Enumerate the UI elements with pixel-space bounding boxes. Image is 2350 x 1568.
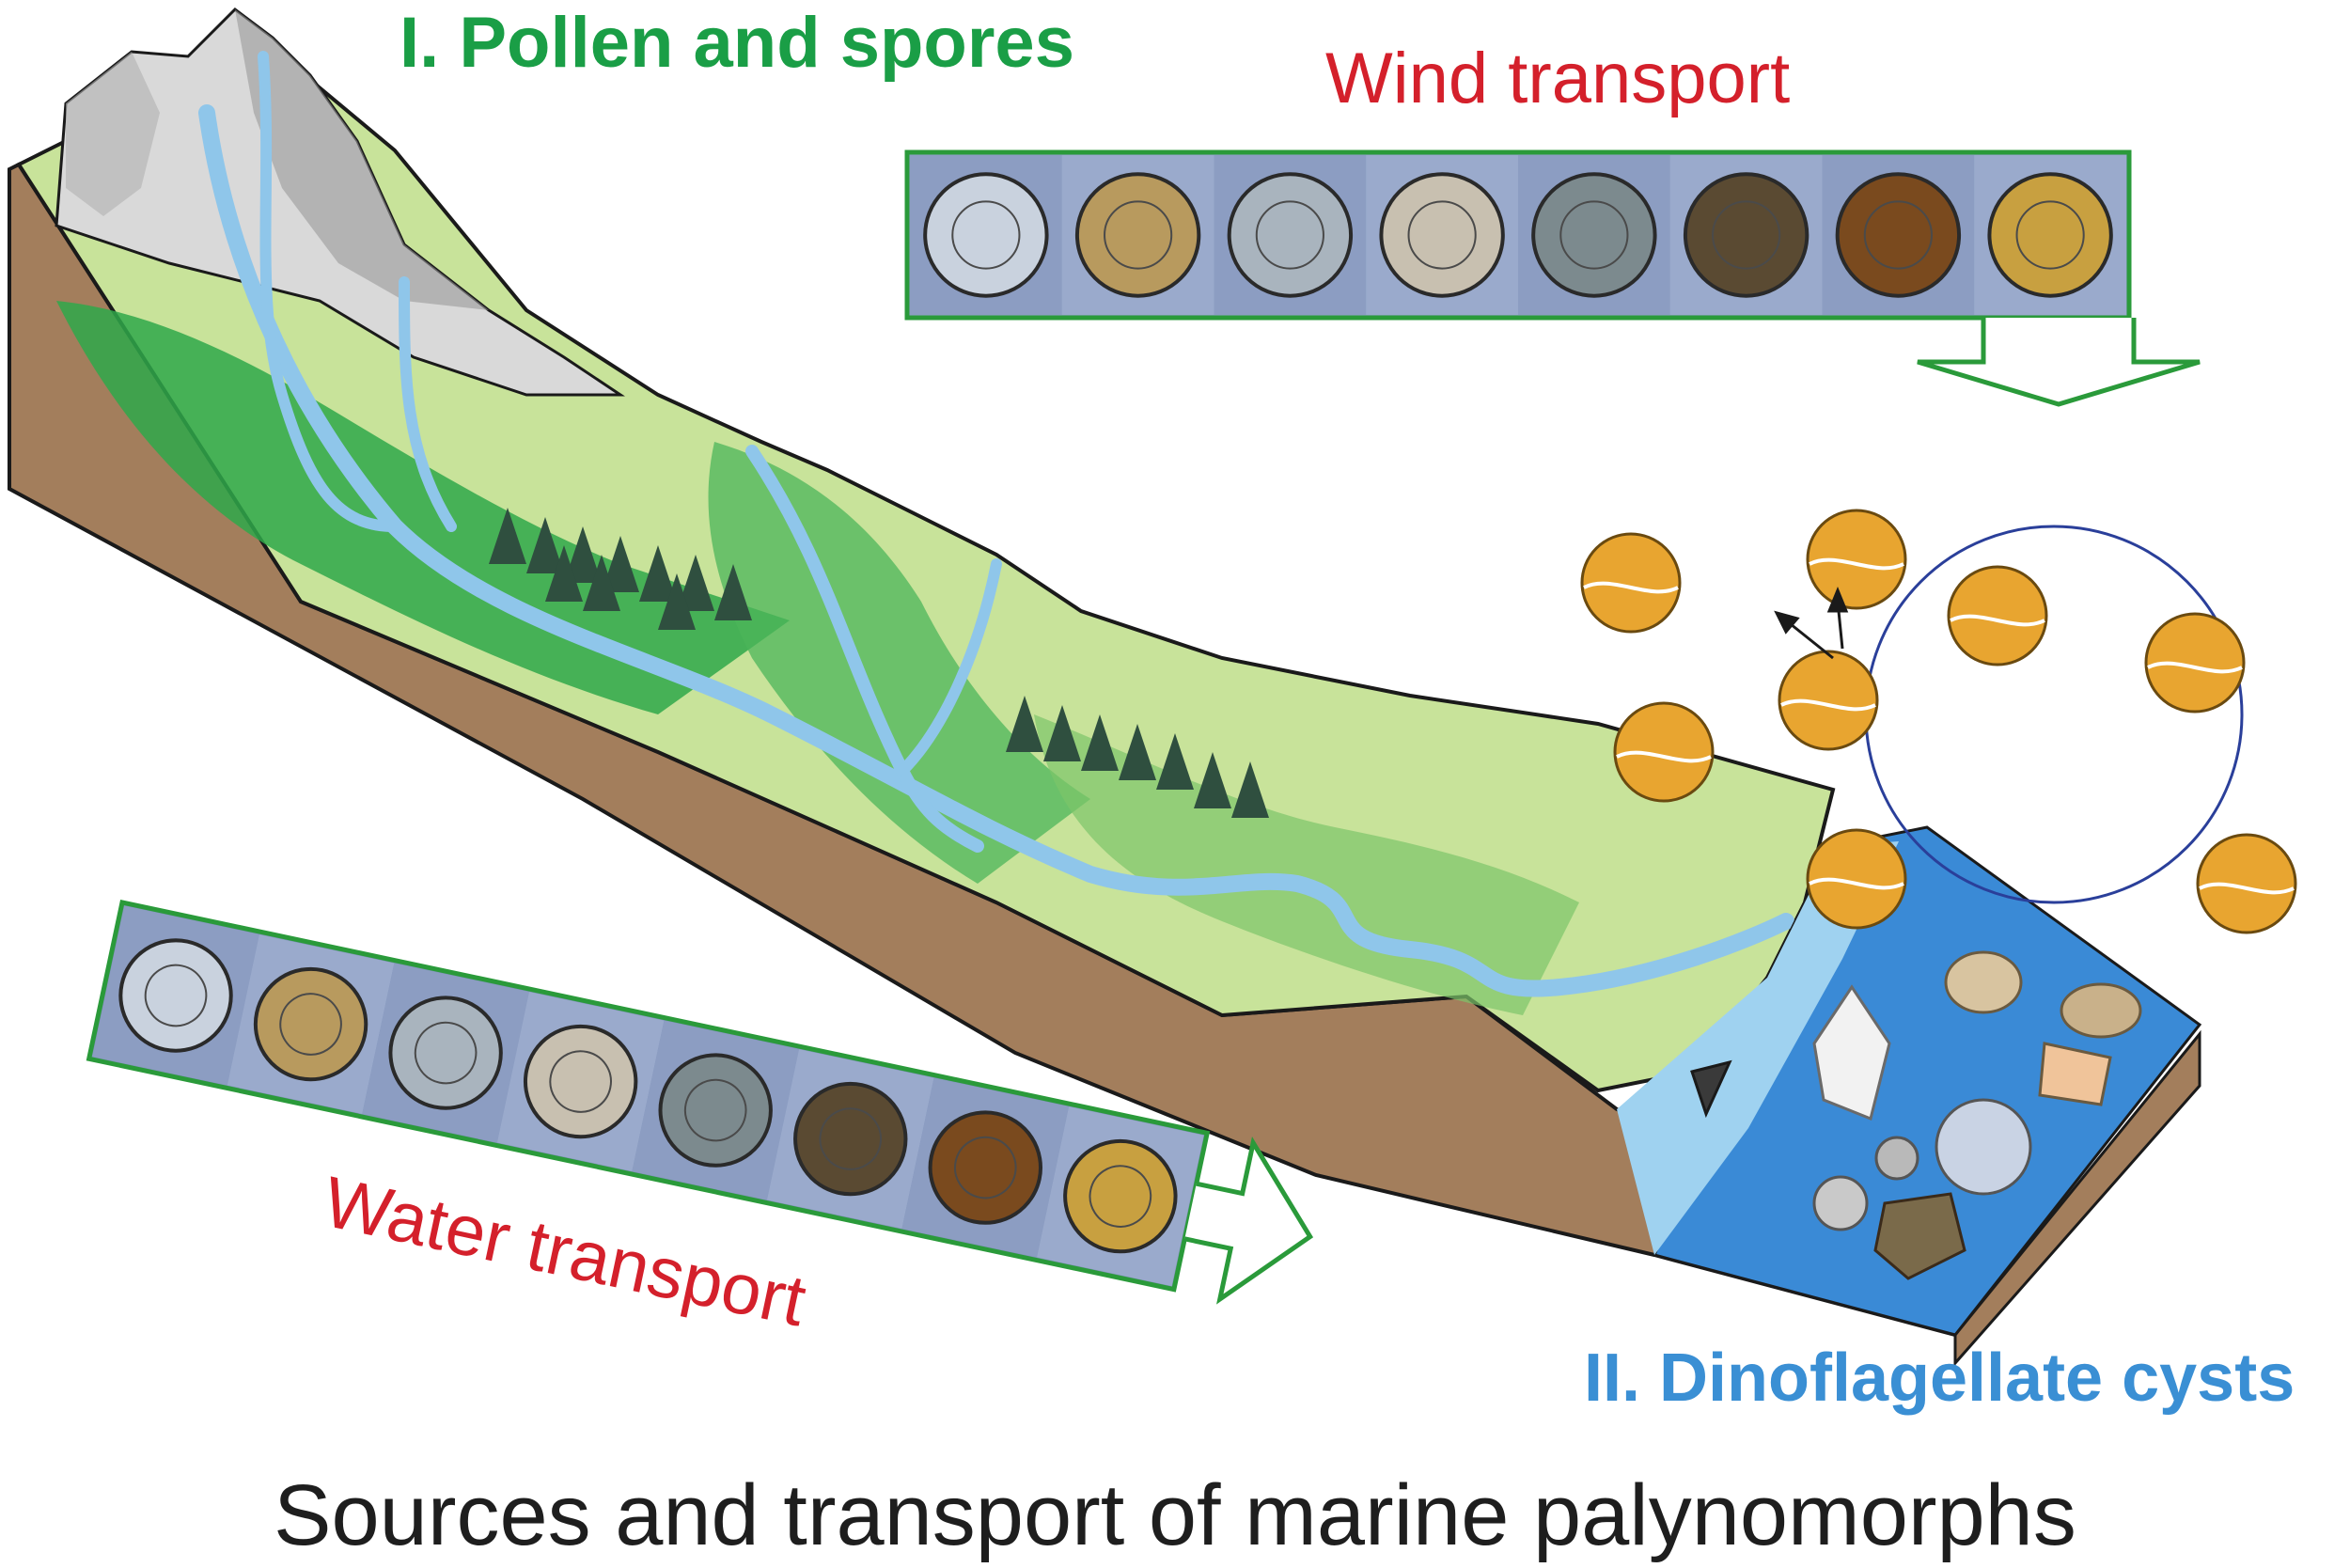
pollen-grain — [928, 1110, 1042, 1225]
pollen-grain — [1074, 172, 1201, 298]
pollen-grain — [1227, 172, 1354, 298]
valley-surface — [16, 8, 1836, 1093]
pollen-grain-detail — [549, 1050, 612, 1113]
sea — [1617, 825, 2202, 1337]
pollen-grain — [1835, 172, 1962, 298]
figure-caption: Sources and transport of marine palynomo… — [274, 1467, 2076, 1563]
cyst-girdle — [2199, 882, 2295, 895]
pollen-grain — [1987, 172, 2113, 298]
dinoflagellate-cyst — [1613, 701, 1715, 803]
pollen-grain-detail — [819, 1107, 883, 1170]
wind-transport-label: Wind transport — [1325, 39, 1791, 118]
pollen-grain-detail — [144, 964, 208, 1027]
pollen-grain — [253, 966, 368, 1082]
dinoflagellate-cyst — [1947, 565, 2048, 666]
river-tributary-4 — [897, 558, 1002, 776]
pollen-grain-detail — [683, 1078, 747, 1142]
dinoflagellate-cyst — [2144, 612, 2246, 713]
pollen-grain-detail — [951, 200, 1021, 270]
pollen-spores-title: I. Pollen and spores — [400, 3, 1074, 83]
cyst-girdle — [1583, 581, 1679, 594]
sea-block-side — [1953, 1029, 2201, 1367]
cyst-girdle — [1809, 557, 1904, 571]
pollen-grain — [1379, 172, 1505, 298]
pollen-grain-detail — [1559, 200, 1629, 270]
wind-pollen-grains — [910, 155, 2126, 315]
sea-shallow — [1617, 841, 1899, 1255]
specimen-3 — [2038, 1042, 2112, 1106]
specimen-7 — [1690, 1059, 1732, 1119]
cyst-girdle — [2147, 661, 2243, 674]
pollen-grain — [793, 1081, 908, 1197]
river-tributary-3 — [745, 445, 984, 853]
dinoflagellate-cyst — [1778, 650, 1879, 751]
pollen-grain-detail — [2015, 200, 2085, 270]
water-pollen-grains — [92, 905, 1204, 1287]
pollen-grain — [658, 1053, 773, 1168]
release-arrows — [1774, 587, 1849, 660]
pollen-grain-detail — [1104, 200, 1173, 270]
specimen-4 — [1812, 984, 1891, 1121]
tree-cluster-2 — [1006, 696, 1269, 818]
cyst-girdle — [1809, 877, 1904, 890]
pollen-grain-detail — [414, 1021, 478, 1085]
mountain-peak-left-shadow — [66, 52, 160, 216]
pollen-grain-detail — [279, 993, 342, 1056]
pollen-grain-detail — [1863, 200, 1933, 270]
cyst-girdle — [1950, 614, 2045, 627]
specimen-6 — [1874, 1136, 1919, 1181]
tree-cluster-1 — [489, 508, 752, 630]
pollen-grain-detail — [1255, 200, 1324, 270]
river-system — [198, 51, 1794, 997]
dinoflagellate-cyst — [1806, 828, 1907, 930]
specimen-5 — [1935, 1098, 2032, 1196]
specimen-8 — [1812, 1175, 1869, 1231]
water-right-arrow — [1183, 1137, 1314, 1305]
wind-down-arrow — [1917, 318, 2201, 407]
dinoflagellate-cyst — [1580, 532, 1682, 634]
specimen-2 — [2060, 982, 2142, 1039]
cyst-girdle — [1780, 698, 1876, 712]
specimen-9 — [1873, 1192, 1966, 1280]
pollen-grain — [923, 172, 1049, 298]
pollen-grain — [1683, 172, 1810, 298]
pollen-grain — [118, 938, 233, 1053]
sea-specimens — [1690, 950, 2142, 1280]
pollen-grain — [388, 996, 503, 1110]
water-transport-panel — [86, 900, 1314, 1305]
pollen-grain-detail — [1712, 200, 1781, 270]
cyst-ring — [1580, 509, 2297, 934]
wind-transport-panel — [904, 149, 2201, 407]
pollen-grain-detail — [954, 1136, 1017, 1200]
pollen-grain-detail — [1089, 1165, 1152, 1228]
river-tributary-1 — [258, 51, 400, 532]
pollen-grain — [1063, 1138, 1178, 1254]
pollen-grain — [1531, 172, 1657, 298]
dinoflagellate-cyst — [1806, 509, 1907, 610]
specimen-1 — [1944, 950, 2023, 1014]
pollen-grain — [523, 1024, 638, 1139]
dinoflagellate-cysts-title: II. Dinoflagellate cysts — [1584, 1341, 2295, 1416]
cyst-girdle — [1616, 750, 1712, 763]
river-tributary-2 — [399, 276, 457, 532]
mountain-shadow — [235, 9, 489, 310]
pollen-grain-detail — [1407, 200, 1477, 270]
cyst-cycle — [1580, 509, 2297, 934]
dinoflagellate-cyst — [2196, 833, 2297, 934]
